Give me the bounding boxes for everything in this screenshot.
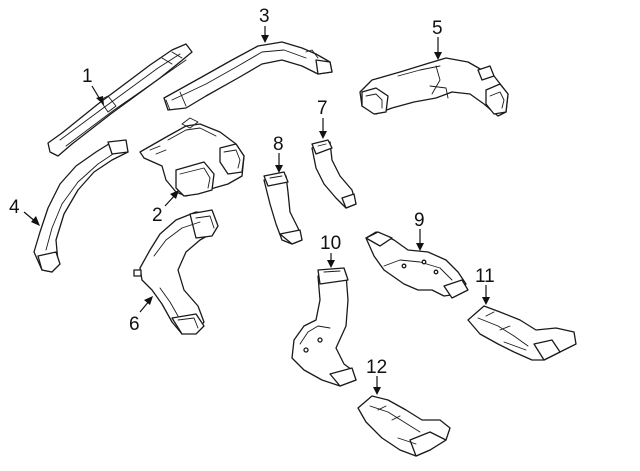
callout-label-4: 4 [9, 197, 20, 218]
callout-label-12: 12 [366, 357, 387, 378]
callout-label-1: 1 [82, 66, 93, 87]
callout-label-5: 5 [432, 18, 443, 39]
callout-label-9: 9 [414, 210, 425, 231]
callout-label-11: 11 [475, 266, 495, 287]
part-8-small-duct [263, 171, 303, 245]
callout-label-2: 2 [152, 205, 163, 226]
callout-label-8: 8 [273, 134, 284, 155]
part-12-floor-duct [357, 395, 451, 457]
part-2-heater-outlet [139, 117, 245, 197]
callout-label-10: 10 [320, 233, 341, 254]
callout-3: 3 [259, 6, 270, 43]
callout-12: 12 [366, 357, 387, 395]
callout-10: 10 [320, 233, 341, 268]
callout-2: 2 [152, 190, 179, 226]
callout-6: 6 [129, 296, 153, 335]
part-1-defroster-duct [47, 43, 193, 157]
part-10-rear-floor-duct [291, 267, 357, 387]
part-7-small-duct [311, 139, 357, 209]
callout-label-7: 7 [317, 98, 328, 119]
part-4-side-floor-duct [33, 139, 129, 273]
part-9-floor-duct [365, 231, 469, 299]
part-5-center-vent-duct [359, 57, 509, 117]
callout-7: 7 [317, 98, 328, 139]
callout-5: 5 [432, 18, 443, 60]
part-3-side-duct [163, 41, 333, 111]
callout-label-6: 6 [129, 314, 140, 335]
callout-8: 8 [273, 134, 284, 173]
callout-label-3: 3 [259, 6, 270, 27]
callout-11: 11 [475, 266, 495, 305]
callout-4: 4 [9, 197, 40, 226]
part-11-floor-duct [467, 305, 577, 361]
part-6-lower-vent-duct [133, 209, 219, 335]
callout-1: 1 [82, 66, 104, 105]
callout-9: 9 [414, 210, 425, 251]
